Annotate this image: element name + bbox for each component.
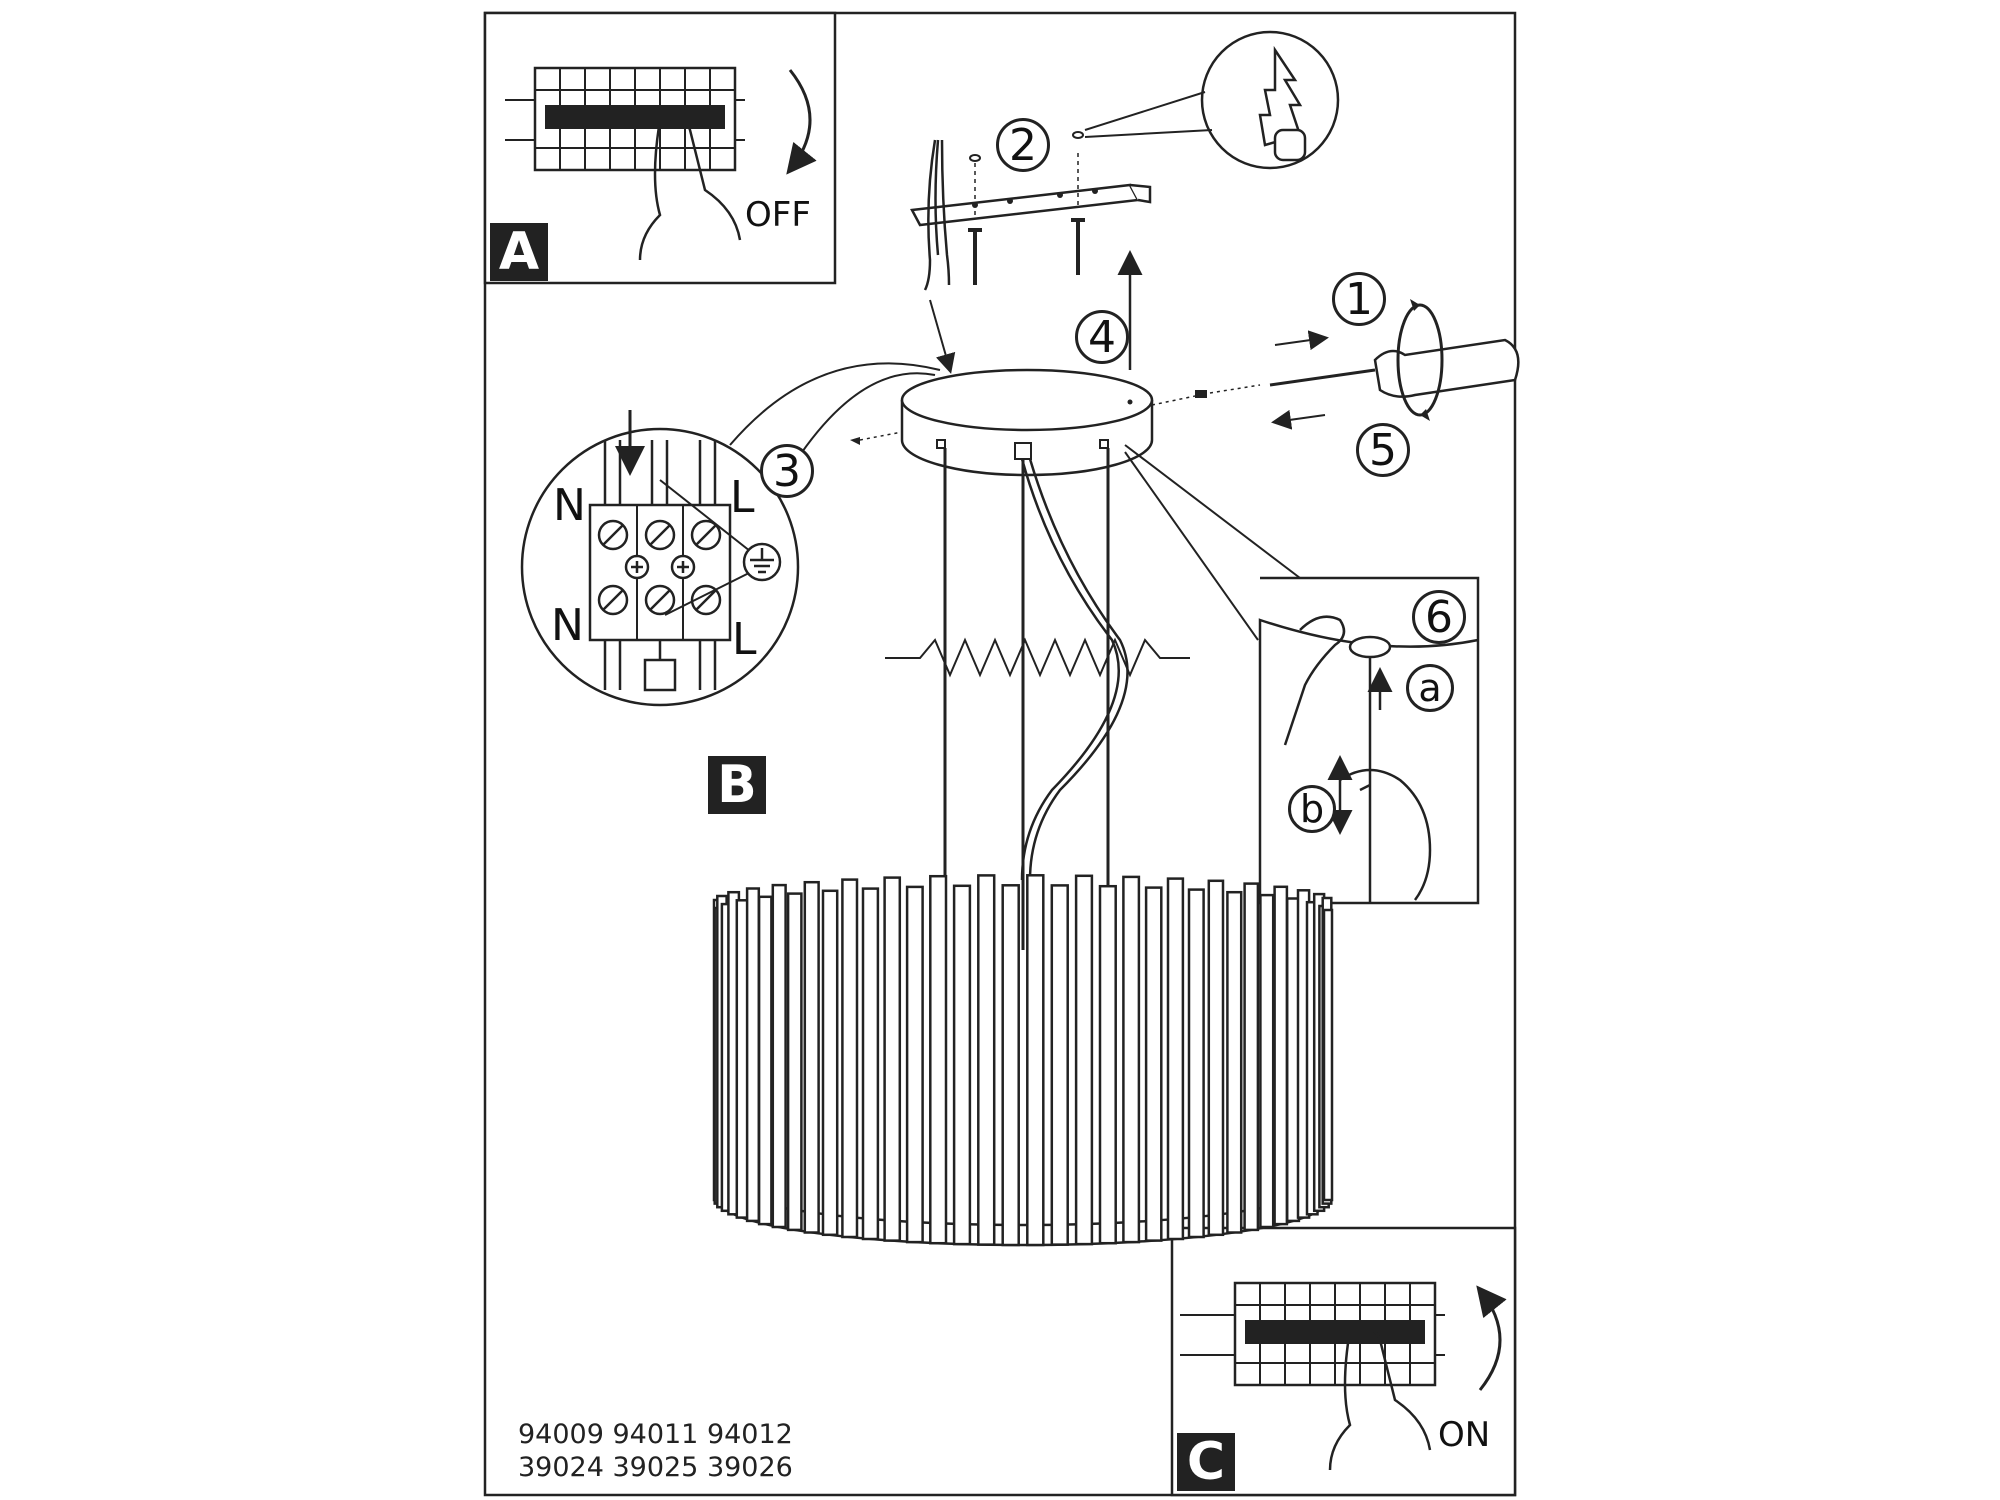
shade-slat <box>803 880 820 1234</box>
ceiling-canopy <box>850 368 1261 477</box>
shade-slat <box>1322 908 1334 1202</box>
step-1-badge: 1 <box>1332 272 1386 326</box>
shade-slat <box>1207 879 1225 1237</box>
shade-slat <box>1226 890 1243 1234</box>
switch-on-label: ON <box>1438 1415 1491 1455</box>
suspension-cables <box>885 448 1190 950</box>
step-3-badge: 3 <box>760 444 814 498</box>
shade-slat <box>883 876 902 1242</box>
substep-b-badge: b <box>1288 785 1336 833</box>
panel-b-label: B <box>708 755 766 815</box>
panel-c-breaker-on <box>1170 1226 1517 1497</box>
step-6-badge: 6 <box>1412 590 1466 644</box>
shade-slat <box>1001 884 1020 1247</box>
shade-slat <box>1187 888 1205 1239</box>
shade-slat <box>1243 882 1260 1232</box>
shade-slat <box>929 874 948 1245</box>
live-top-label: L <box>730 472 755 523</box>
shade-slat <box>786 892 803 1232</box>
shade-slat <box>1166 877 1185 1241</box>
model-codes: 94009 94011 94012 39024 39025 39026 <box>518 1418 793 1484</box>
panel-a-label: A <box>490 222 548 282</box>
shade-slat <box>841 878 859 1239</box>
shade-slat <box>1050 884 1069 1246</box>
step-5-badge: 5 <box>1356 423 1410 477</box>
shade-slat <box>952 884 972 1246</box>
shade-slat <box>1273 885 1289 1226</box>
shade-slat <box>1098 884 1117 1245</box>
drum-shade <box>712 874 1334 1247</box>
shade-slat <box>977 874 996 1246</box>
shade-slat <box>1259 893 1275 1229</box>
substep-a-badge: a <box>1406 664 1454 712</box>
page-frame <box>483 11 1517 1497</box>
step-4-badge: 4 <box>1075 310 1129 364</box>
shade-slat <box>1122 875 1141 1244</box>
shade-slat <box>1074 874 1094 1246</box>
shade-slat <box>905 885 924 1244</box>
neutral-top-label: N <box>553 480 586 531</box>
model-codes-line-2: 39024 39025 39026 <box>518 1452 793 1483</box>
screwdriver <box>1269 299 1520 430</box>
shade-slat <box>757 895 773 1226</box>
switch-off-label: OFF <box>745 195 811 235</box>
neutral-bottom-label: N <box>551 600 584 651</box>
step-2-badge: 2 <box>996 118 1050 172</box>
shade-slat <box>861 887 880 1241</box>
shade-slat <box>821 889 839 1237</box>
panel-c-label: C <box>1177 1432 1235 1492</box>
shade-slat <box>1026 874 1045 1247</box>
shade-slat <box>771 883 787 1229</box>
live-bottom-label: L <box>732 614 757 665</box>
model-codes-line-1: 94009 94011 94012 <box>518 1419 793 1450</box>
shade-slat <box>1144 886 1163 1242</box>
shade-slat <box>745 887 761 1223</box>
mounting-bracket <box>910 30 1340 374</box>
wiring-callout <box>520 362 941 707</box>
